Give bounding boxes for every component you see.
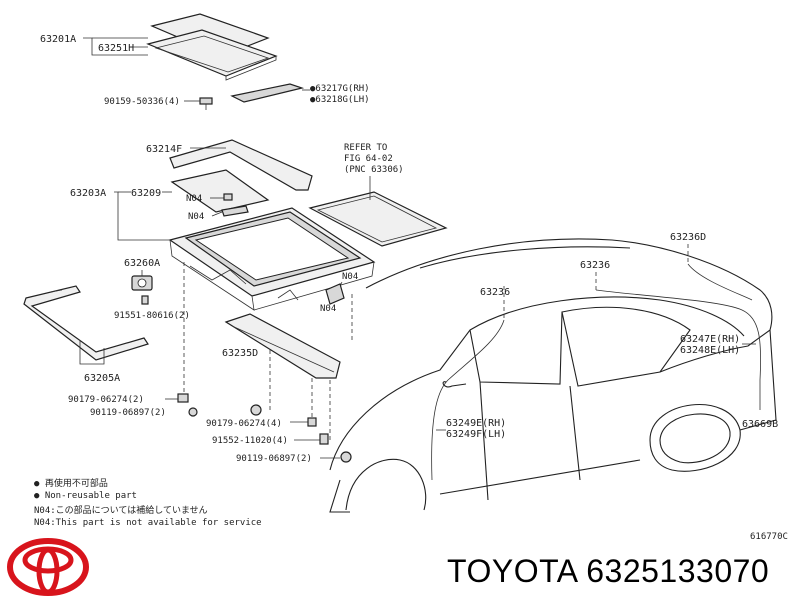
legend-line4: N04:This part is not available for servi… [34,518,262,528]
label-63203A: 63203A [70,188,106,199]
label-63249E: 63249E(RH) [446,418,506,429]
label-63201A: 63201A [40,34,76,45]
nut-90119-b [340,451,352,463]
clip-90179-a [177,393,189,403]
refer-line2: FIG 64-02 [344,154,393,164]
bolt-91552 [319,433,329,445]
legend-line1: ● 再使用不可部品 [34,477,108,489]
refer-line1: REFER TO [344,143,387,153]
cross-member [224,313,341,379]
label-63205A: 63205A [84,373,120,384]
bolt-91551 [141,295,149,305]
vehicle-outline [329,238,777,513]
label-63235D: 63235D [222,348,258,359]
label-63217G: ●63217G(RH) [310,84,370,94]
screw-90159 [199,97,213,110]
label-63214F: 63214F [146,144,182,155]
label-63248E: 63248E(LH) [680,345,740,356]
nut-90119-a [188,407,198,417]
label-90179-b: 90179-06274(4) [206,419,282,429]
label-63236D: 63236D [670,232,706,243]
weatherstrip [230,83,305,103]
toyota-logo [7,538,89,596]
n04-part-a [223,193,233,201]
drain-rail [170,169,270,213]
clip-90179-c [307,417,317,427]
clip-90179-b [250,404,262,416]
sunroof-housing [168,207,376,311]
n04-bracket [325,283,345,305]
label-63260A: 63260A [124,258,160,269]
label-90119-b: 90119-06897(2) [236,454,312,464]
label-n04-c: N04 [342,272,358,282]
label-91552: 91552-11020(4) [212,436,288,446]
label-n04-b: N04 [188,212,204,222]
label-63236-b: 63236 [580,260,610,271]
figure-id: 616770C [750,532,788,542]
part-caption: TOYOTA 6325133070 [447,553,770,589]
label-n04-d: N04 [320,304,336,314]
label-63251H: 63251H [98,43,134,54]
glass-panel [146,13,278,81]
legend: ● 再使用不可部品 ● Non-reusable part N04:この部品につ… [34,477,262,528]
label-n04-a: N04 [186,194,202,204]
label-90119-a: 90119-06897(2) [90,408,166,418]
sunshade [308,191,448,247]
label-63669B: 63669B [742,419,778,430]
n04-part-b [221,205,249,217]
drive-motor [131,275,153,291]
label-63249F: 63249F(LH) [446,429,506,440]
label-63209: 63209 [131,188,161,199]
label-63236-a: 63236 [480,287,510,298]
label-91551: 91551-80616(2) [114,311,190,321]
rear-frame [23,285,149,361]
wind-deflector [169,139,313,191]
label-90179-a: 90179-06274(2) [68,395,144,405]
label-90159: 90159-50336(4) [104,97,180,107]
label-63218G: ●63218G(LH) [310,95,370,105]
legend-line2: ● Non-reusable part [34,491,137,501]
label-63247E: 63247E(RH) [680,334,740,345]
legend-line3: N04:この部品については補給していません [34,504,208,516]
refer-line3: (PNC 63306) [344,165,404,175]
